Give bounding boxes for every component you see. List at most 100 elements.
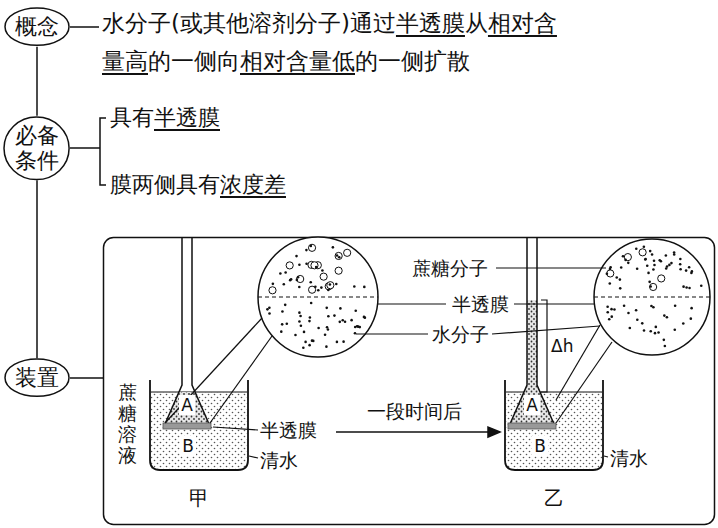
water-molecule xyxy=(666,265,669,268)
sucrose-molecule xyxy=(308,244,315,251)
water-molecule xyxy=(317,289,320,292)
water-molecule xyxy=(300,324,303,327)
water-molecule xyxy=(298,264,301,267)
water-molecule xyxy=(673,251,676,254)
region-label: A xyxy=(524,395,540,415)
water-molecule xyxy=(622,255,625,258)
sucrose-molecule xyxy=(320,273,327,280)
connector-line xyxy=(36,47,38,116)
water-molecule xyxy=(298,286,301,289)
concept-ellipse: 装置 xyxy=(4,358,70,397)
water-molecule xyxy=(627,262,630,265)
water-molecule xyxy=(666,316,669,319)
underlined-term: 浓度差 xyxy=(220,172,286,197)
water-molecule xyxy=(606,273,609,276)
concept-text: 水分子(或其他溶剂分子)通过半透膜从相对含量高的一侧向相对含量低的一侧扩散 xyxy=(102,4,557,80)
water-molecule xyxy=(700,285,703,288)
water-molecule xyxy=(649,250,652,253)
water-molecule xyxy=(619,278,622,281)
water-molecule xyxy=(653,259,656,262)
concept-ellipse: 概念 xyxy=(4,7,70,46)
arrow-label: 一段时间后 xyxy=(367,400,462,423)
water-molecule xyxy=(641,322,644,325)
water-molecule xyxy=(668,264,671,267)
connector-line xyxy=(36,180,38,358)
water-molecule xyxy=(613,308,616,311)
water-molecule xyxy=(652,268,655,271)
water-molecule xyxy=(350,319,353,322)
water-molecule xyxy=(284,271,287,274)
part-label: 蔗糖溶液 xyxy=(118,382,137,466)
underlined-term: 半透膜 xyxy=(154,105,220,130)
water-molecule xyxy=(325,345,328,348)
water-molecule xyxy=(324,333,327,336)
water-molecule xyxy=(619,287,622,290)
dimension-label: Δh xyxy=(551,336,573,356)
water-molecule xyxy=(354,309,357,312)
node-text: 必备条件 xyxy=(14,123,59,174)
water-molecule xyxy=(635,248,638,251)
water-molecule xyxy=(327,289,330,292)
water-molecule xyxy=(620,266,623,269)
water-molecule xyxy=(643,245,646,248)
node-text: 装置 xyxy=(15,365,59,390)
water-molecule xyxy=(344,320,347,323)
part-label: 半透膜 xyxy=(452,293,509,316)
water-molecule xyxy=(272,283,275,286)
water-molecule xyxy=(266,308,269,311)
sucrose-molecule xyxy=(335,267,342,274)
water-molecule xyxy=(657,331,660,334)
water-molecule xyxy=(297,276,300,279)
water-molecule xyxy=(336,254,339,257)
water-molecule xyxy=(317,327,320,330)
water-molecule xyxy=(643,329,646,332)
water-molecule xyxy=(295,255,298,258)
water-molecule xyxy=(305,249,308,252)
water-molecule xyxy=(326,326,329,329)
sucrose-molecule xyxy=(327,282,334,289)
condition-text: 具有半透膜 xyxy=(110,105,220,131)
water-molecule xyxy=(310,302,313,305)
water-molecule xyxy=(664,345,667,348)
water-molecule xyxy=(354,332,357,335)
water-molecule xyxy=(335,283,338,286)
time-arrow xyxy=(336,427,500,437)
water-molecule xyxy=(682,285,685,288)
water-molecule xyxy=(670,262,673,265)
water-molecule xyxy=(649,330,652,333)
water-molecule xyxy=(655,326,658,329)
water-molecule xyxy=(685,269,688,272)
part-label: 水分子 xyxy=(432,323,489,346)
water-molecule xyxy=(296,279,299,282)
water-molecule xyxy=(691,270,694,273)
node-text: 概念 xyxy=(15,14,59,39)
water-molecule xyxy=(615,276,618,279)
sucrose-molecule xyxy=(269,287,276,294)
underlined-term: 相对含量低 xyxy=(240,48,355,74)
water-molecule xyxy=(286,322,289,325)
water-molecule xyxy=(648,281,651,284)
water-molecule xyxy=(682,322,685,325)
apparatus-panel xyxy=(104,238,715,525)
water-molecule xyxy=(644,258,647,261)
water-molecule xyxy=(341,319,344,322)
water-molecule xyxy=(308,320,311,323)
water-molecule xyxy=(284,304,287,307)
water-molecule xyxy=(302,346,305,349)
water-molecule xyxy=(336,341,339,344)
water-molecule xyxy=(653,264,656,267)
water-molecule xyxy=(279,272,282,275)
water-molecule xyxy=(312,340,315,343)
sucrose-molecule xyxy=(308,286,315,293)
figure-label: 乙 xyxy=(544,486,564,510)
water-molecule xyxy=(649,285,652,288)
water-molecule xyxy=(320,286,323,289)
sucrose-molecule xyxy=(639,249,646,256)
water-molecule xyxy=(610,315,613,318)
water-molecule xyxy=(338,321,341,324)
water-molecule xyxy=(363,316,366,319)
water-molecule xyxy=(679,258,682,261)
part-label: 清水 xyxy=(610,447,648,470)
water-molecule xyxy=(610,308,613,311)
water-molecule xyxy=(327,328,330,331)
